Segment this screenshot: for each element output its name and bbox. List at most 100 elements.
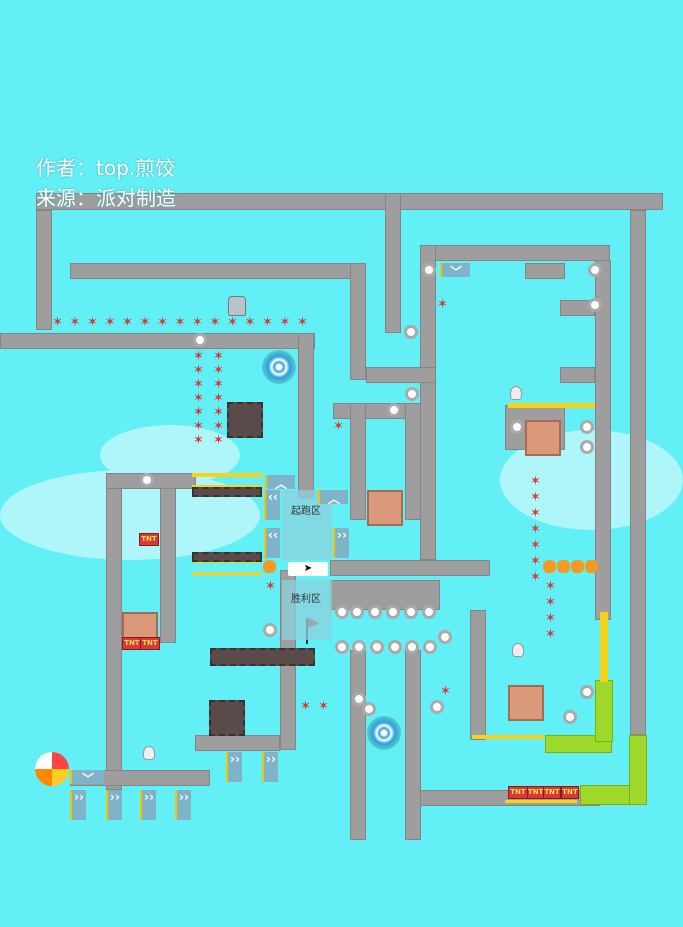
spike-trap: ✶: [530, 554, 541, 569]
yellow-rail: [508, 403, 595, 408]
spike-trap: ✶: [227, 315, 238, 330]
conveyor-arrow: ››: [333, 528, 349, 558]
conveyor-arrow: ﹀: [70, 770, 104, 786]
swirl-portal: [367, 716, 401, 750]
author-credit: 作者：top.煎饺: [36, 156, 176, 180]
stone-wall: [350, 403, 366, 520]
thorn-block: [210, 648, 315, 666]
stone-wall: [330, 580, 440, 610]
gear-switch: [386, 605, 400, 619]
spike-trap: ✶: [279, 315, 291, 330]
spike-trap: ✶: [193, 433, 204, 448]
tnt-box: TNT: [508, 786, 528, 799]
spike-trap: ✶: [440, 684, 451, 699]
gear-switch: [404, 325, 418, 339]
stone-wall: [366, 367, 436, 383]
finish-zone-label: 胜利区: [291, 594, 321, 605]
stone-wall: [420, 245, 436, 560]
wooden-crate: [508, 685, 544, 721]
gear-switch: [404, 605, 418, 619]
light-bulb: [512, 643, 524, 657]
stone-wall: [330, 560, 490, 576]
light-bulb: [510, 386, 522, 400]
spike-trap: ✶: [530, 538, 541, 553]
stone-wall: [525, 263, 565, 279]
pumpkin-block: [557, 560, 570, 573]
gear-switch: [140, 473, 154, 487]
start-zone-label: 起跑区: [291, 506, 321, 517]
spike-trap: ✶: [139, 315, 151, 330]
robot-character: [228, 296, 246, 316]
spike-trap: ✶: [530, 506, 541, 521]
yellow-rail: [192, 473, 262, 477]
gear-switch: [423, 640, 437, 654]
spike-trap: ✶: [262, 315, 273, 330]
green-pipe: [629, 735, 647, 805]
gear-switch: [352, 640, 366, 654]
gear-switch: [193, 333, 207, 347]
spike-trap: ✶: [545, 611, 556, 626]
spike-trap: ✶: [213, 377, 224, 392]
gear-switch: [368, 605, 382, 619]
swirl-portal: [262, 350, 296, 384]
thorn-block: [209, 700, 245, 736]
yellow-rail: [505, 800, 577, 803]
gear-switch: [388, 640, 402, 654]
spike-trap: ✶: [300, 699, 311, 714]
stone-wall: [36, 193, 663, 210]
spike-trap: ✶: [213, 419, 224, 434]
spike-trap: ✶: [193, 405, 204, 420]
gear-switch: [580, 420, 594, 434]
conveyor-arrow: ‹‹: [264, 528, 280, 558]
gear-switch: [387, 403, 401, 417]
spike-trap: ✶: [104, 315, 116, 330]
tnt-box: TNT: [140, 637, 160, 650]
spike-trap: ✶: [193, 391, 204, 406]
conveyor-arrow: ››: [262, 752, 278, 782]
yellow-rail: [192, 485, 262, 488]
spike-trap: ✶: [213, 391, 224, 406]
green-pipe: [595, 680, 613, 742]
gear-switch: [422, 263, 436, 277]
spike-trap: ✶: [530, 490, 541, 505]
gear-switch: [588, 298, 602, 312]
gear-switch: [362, 702, 376, 716]
gear-switch: [422, 605, 436, 619]
gear-switch: [335, 640, 349, 654]
stone-wall: [630, 210, 646, 735]
gear-switch: [580, 685, 594, 699]
spike-trap: ✶: [545, 595, 556, 610]
stone-wall: [385, 193, 401, 333]
spike-trap: ✶: [52, 315, 63, 330]
stone-wall: [106, 473, 122, 790]
gear-switch: [580, 440, 594, 454]
spike-trap: ✶: [192, 315, 203, 330]
conveyor-arrow: ››: [140, 790, 156, 820]
conveyor-arrow: ︿: [318, 490, 348, 506]
spike-trap: ✶: [213, 349, 224, 364]
pumpkin-block: [571, 560, 584, 573]
stone-wall: [470, 610, 486, 740]
spike-trap: ✶: [174, 315, 186, 330]
spike-trap: ✶: [265, 579, 276, 594]
yellow-rail: [472, 735, 544, 739]
stone-wall: [405, 650, 421, 840]
tnt-box: TNT: [543, 786, 561, 799]
thorn-block: [192, 487, 262, 497]
spike-trap: ✶: [530, 570, 541, 585]
tnt-box: TNT: [561, 786, 579, 799]
spike-trap: ✶: [297, 315, 308, 330]
stone-wall: [350, 263, 366, 380]
beach-ball: [35, 752, 69, 786]
spike-trap: ✶: [193, 349, 204, 364]
conveyor-arrow: ︿: [265, 475, 295, 491]
gear-switch: [350, 605, 364, 619]
conveyor-arrow: ››: [70, 790, 86, 820]
spike-trap: ✶: [318, 699, 329, 714]
spike-trap: ✶: [244, 315, 256, 330]
stone-wall: [70, 263, 365, 279]
stone-wall: [0, 333, 315, 349]
stone-wall: [160, 473, 176, 643]
pumpkin-block: [543, 560, 556, 573]
gear-switch: [405, 387, 419, 401]
